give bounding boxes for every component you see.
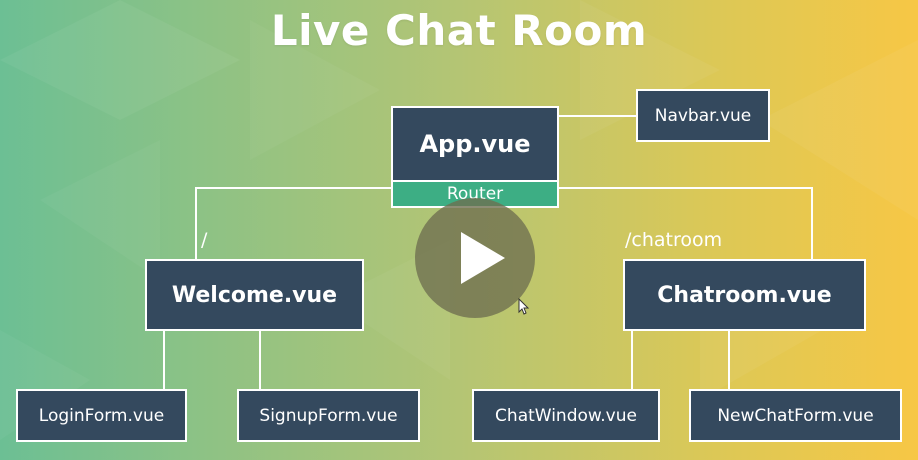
app-vue-node: App.vue Router — [391, 106, 559, 208]
chatwindow-vue-node: ChatWindow.vue — [472, 389, 660, 442]
newchatform-vue-node: NewChatForm.vue — [689, 389, 902, 442]
loginform-vue-node: LoginForm.vue — [16, 389, 187, 442]
navbar-vue-node: Navbar.vue — [636, 89, 770, 142]
welcome-vue-node: Welcome.vue — [145, 259, 364, 331]
connector-app-chatroom — [559, 187, 813, 260]
play-button[interactable] — [415, 198, 535, 318]
chatroom-vue-node: Chatroom.vue — [623, 259, 866, 331]
route-label-chatroom: /chatroom — [625, 229, 723, 251]
cursor-icon — [518, 298, 530, 315]
route-label-root: / — [201, 229, 208, 251]
app-vue-label: App.vue — [419, 130, 531, 158]
page-title: Live Chat Room — [270, 6, 648, 55]
signupform-vue-node: SignupForm.vue — [237, 389, 420, 442]
play-icon — [461, 232, 505, 284]
connector-app-welcome — [195, 187, 391, 260]
